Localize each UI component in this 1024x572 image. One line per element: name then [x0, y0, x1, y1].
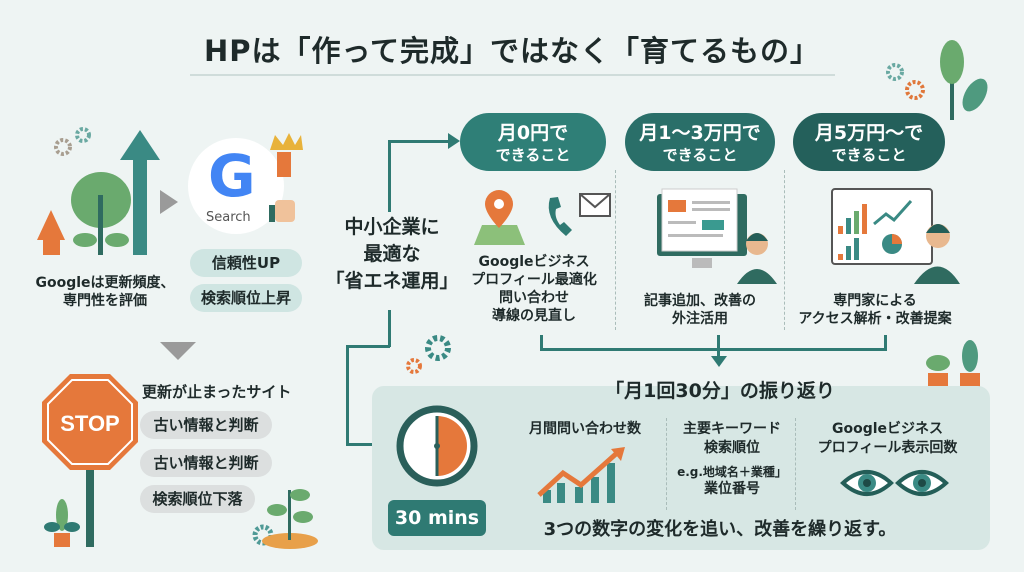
google-evaluation-text: Googleは更新頻度、 専門性を評価	[35, 275, 175, 309]
potted-plants-icon	[926, 340, 980, 389]
stopped-site-item: 古い情報と判断	[140, 411, 272, 439]
stopped-site-item: 検索順位下落	[140, 485, 255, 513]
tier-description-expert: 専門家によるアクセス解析・改善提案	[798, 293, 952, 327]
connector-line	[346, 345, 390, 348]
connector-line	[346, 443, 382, 446]
arrow-head-icon	[448, 133, 460, 149]
tier-header-low-cost: 月1〜3万円でできること	[625, 113, 775, 171]
eyes-icon	[840, 470, 949, 496]
connector-line	[540, 335, 543, 350]
growth-chart-icon	[537, 447, 625, 503]
divider	[795, 418, 796, 510]
connector-line	[717, 335, 720, 357]
benefit-trust-up: 信頼性UP	[190, 249, 302, 277]
connector-line	[388, 140, 450, 143]
tier-header-expert: 月5万円〜でできること	[793, 113, 945, 171]
tier-header-free: 月0円でできること	[460, 113, 606, 171]
right-arrow-icon	[160, 190, 178, 214]
plant-gear-decoration-icon	[886, 40, 988, 120]
review-title: 「月1回30分」の振り返り	[605, 380, 835, 402]
tier-description-low-cost: 記事追加、改善の外注活用	[644, 293, 756, 327]
metric-keyword-ranking: 主要キーワード 検索順位 e.g.地域名＋業種」 業位番号	[677, 421, 787, 497]
review-summary: 3つの数字の変化を追い、改善を繰り返す。	[543, 519, 897, 540]
analytics-expert-icon	[831, 188, 960, 284]
down-arrow-icon	[160, 342, 196, 360]
potted-plant-icon	[44, 499, 80, 547]
benefit-ranking-up: 検索順位上昇	[190, 284, 302, 312]
gears-icon	[406, 335, 451, 374]
timer-badge: 30 mins	[388, 500, 486, 536]
tier-description-free: Googleビジネスプロフィール最適化 問い合わせ導線の見直し	[471, 254, 597, 324]
article-monitor-person-icon	[657, 188, 777, 284]
arrow-head-icon	[711, 356, 727, 367]
center-label: 中小企業に 最適な 「省エネ運用」	[325, 216, 459, 292]
connector-line	[346, 345, 349, 445]
svg-text:STOP: STOP	[60, 411, 120, 436]
stopped-site-heading: 更新が止まったサイト	[142, 383, 292, 401]
connector-line	[884, 335, 887, 350]
title-divider	[190, 74, 835, 76]
metric-inquiries: 月間問い合わせ数	[529, 421, 641, 437]
search-label: Search	[206, 210, 251, 225]
divider	[615, 170, 616, 330]
stop-sign-icon: STOP	[42, 374, 138, 547]
sprout-gear-icon	[252, 489, 318, 549]
connector-line	[540, 348, 887, 351]
divider	[666, 418, 667, 510]
connector-line	[388, 140, 391, 212]
page-title: HPは「作って完成」ではなく「育てるもの」	[203, 34, 821, 68]
google-search-icon: G Search	[188, 138, 284, 234]
growth-tree-arrows-icon	[37, 127, 160, 255]
phone-mail-icon	[548, 193, 611, 236]
connector-line	[388, 310, 391, 347]
metric-profile-views: Googleビジネス プロフィール表示回数	[817, 421, 958, 456]
crown-thumbs-up-icon	[269, 133, 303, 222]
map-pin-icon	[474, 190, 525, 245]
divider	[784, 170, 785, 330]
stopwatch-icon	[396, 405, 478, 487]
stopped-site-item: 古い情報と判断	[140, 449, 272, 477]
